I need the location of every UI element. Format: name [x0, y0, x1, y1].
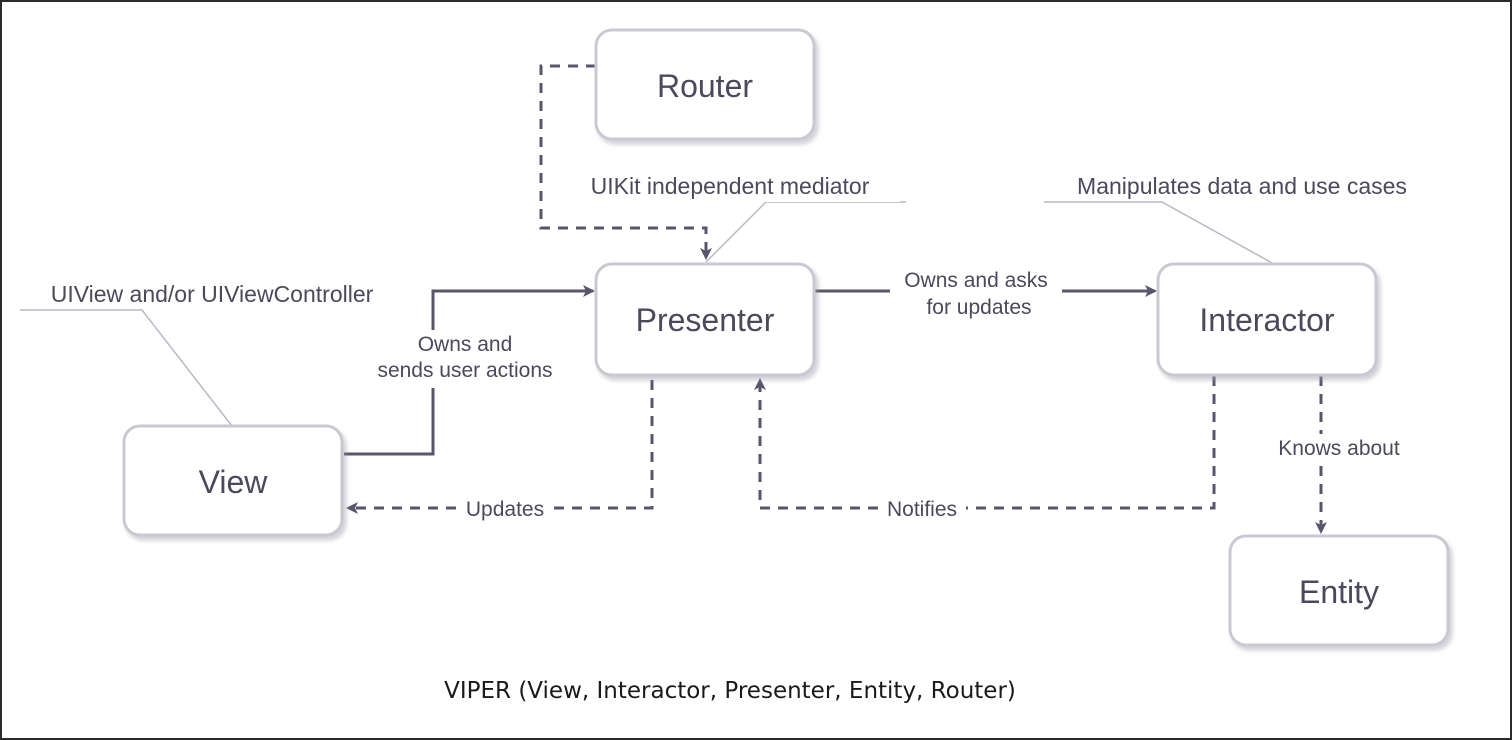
presenter-view-edge [346, 380, 654, 514]
router-presenter-annotation: UIKit independent mediator [591, 173, 870, 199]
nodes: Router Presenter Interactor View Entity [122, 28, 1450, 647]
view-label: View [199, 464, 269, 500]
interactor-annotation: Manipulates data and use cases [1077, 173, 1407, 199]
notifies-label: Notifies [887, 498, 957, 521]
view-presenter-label-line2: sends user actions [377, 359, 552, 382]
edge-labels: Owns and sends user actions Owns and ask… [377, 269, 1399, 521]
interactor-label: Interactor [1199, 302, 1335, 338]
interactor-node: Interactor [1156, 262, 1378, 377]
knows-about-label: Knows about [1278, 437, 1400, 460]
view-annotation-line [20, 309, 233, 427]
updates-label: Updates [466, 498, 544, 521]
interactor-presenter-edge [754, 376, 1216, 510]
view-presenter-label-line1: Owns and [418, 333, 513, 356]
caption-text: VIPER (View, Interactor, Presenter, Enti… [444, 678, 1016, 704]
diagram-caption: VIPER (View, Interactor, Presenter, Enti… [0, 678, 1460, 704]
interactor-annotation-line [1044, 201, 1275, 265]
view-annotation: UIView and/or UIViewController [51, 281, 374, 307]
entity-label: Entity [1299, 574, 1379, 610]
entity-node: Entity [1228, 534, 1450, 647]
presenter-node: Presenter [594, 262, 816, 377]
edge-label-backgrounds [380, 172, 1412, 522]
annotations: UIKit independent mediator Manipulates d… [51, 173, 1407, 307]
presenter-label: Presenter [636, 302, 775, 338]
router-presenter-edge [539, 64, 712, 260]
router-label: Router [657, 68, 753, 104]
presenter-annotation-line [705, 201, 906, 263]
presenter-interactor-label-line1: Owns and asks [904, 269, 1048, 292]
presenter-interactor-label-line2: for updates [926, 296, 1031, 319]
view-node: View [122, 424, 344, 537]
router-node: Router [594, 28, 816, 141]
